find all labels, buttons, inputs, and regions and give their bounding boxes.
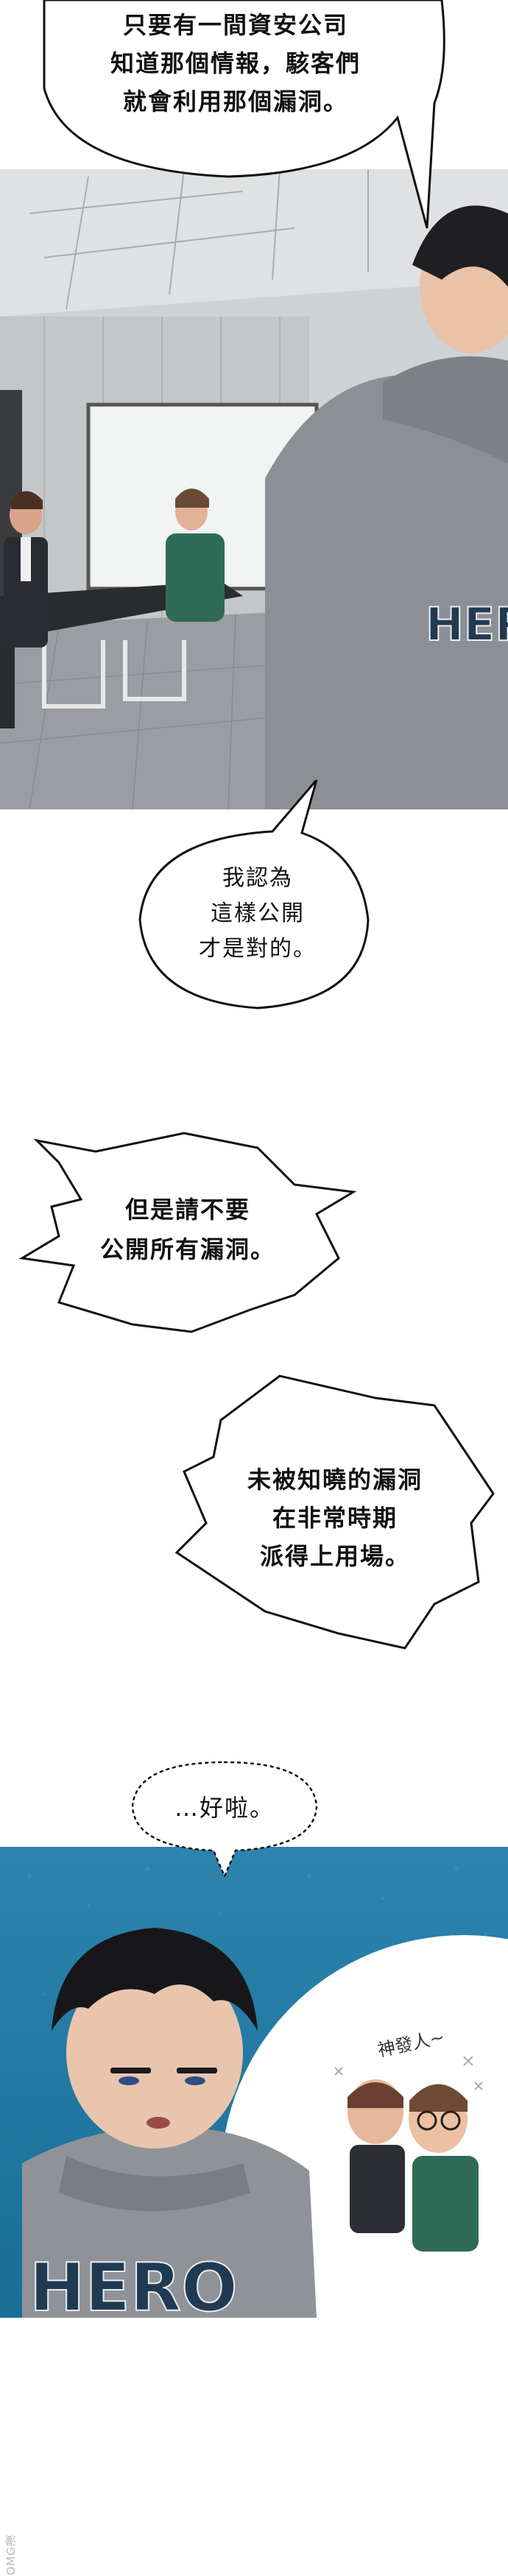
speech-bubble-1-text: 只要有一間資安公司 知道那個情報，駭客們 就會利用那個漏洞。 xyxy=(110,11,361,116)
speech-bubble-5-text: …好啦。 xyxy=(174,1794,275,1822)
speech-bubble-5 xyxy=(131,1761,318,1879)
shout-bubble-4 xyxy=(174,1374,495,1650)
main-hoodie-text: HERO xyxy=(29,2249,238,2318)
shout-bubble-4-text: 未被知曉的漏洞 在非常時期 派得上用場。 xyxy=(247,1466,423,1570)
speech-bubble-2 xyxy=(138,780,370,1010)
shout-bubble-3 xyxy=(18,1132,357,1333)
office-panel: HERO xyxy=(0,169,508,809)
watermark: OMG漫 xyxy=(4,2534,18,2575)
office-illustration: HERO xyxy=(0,169,508,809)
hoodie-logo-text: HERO xyxy=(426,597,508,651)
shout-bubble-3-text: 但是請不要 公開所有漏洞。 xyxy=(99,1196,275,1263)
speech-bubble-1 xyxy=(43,0,445,229)
reaction-illustration: HERO 神發人~ xyxy=(0,1847,508,2318)
speech-bubble-2-text: 我認為 這樣公開 才是對的。 xyxy=(199,865,317,962)
reaction-panel: HERO 神發人~ xyxy=(0,1847,508,2318)
